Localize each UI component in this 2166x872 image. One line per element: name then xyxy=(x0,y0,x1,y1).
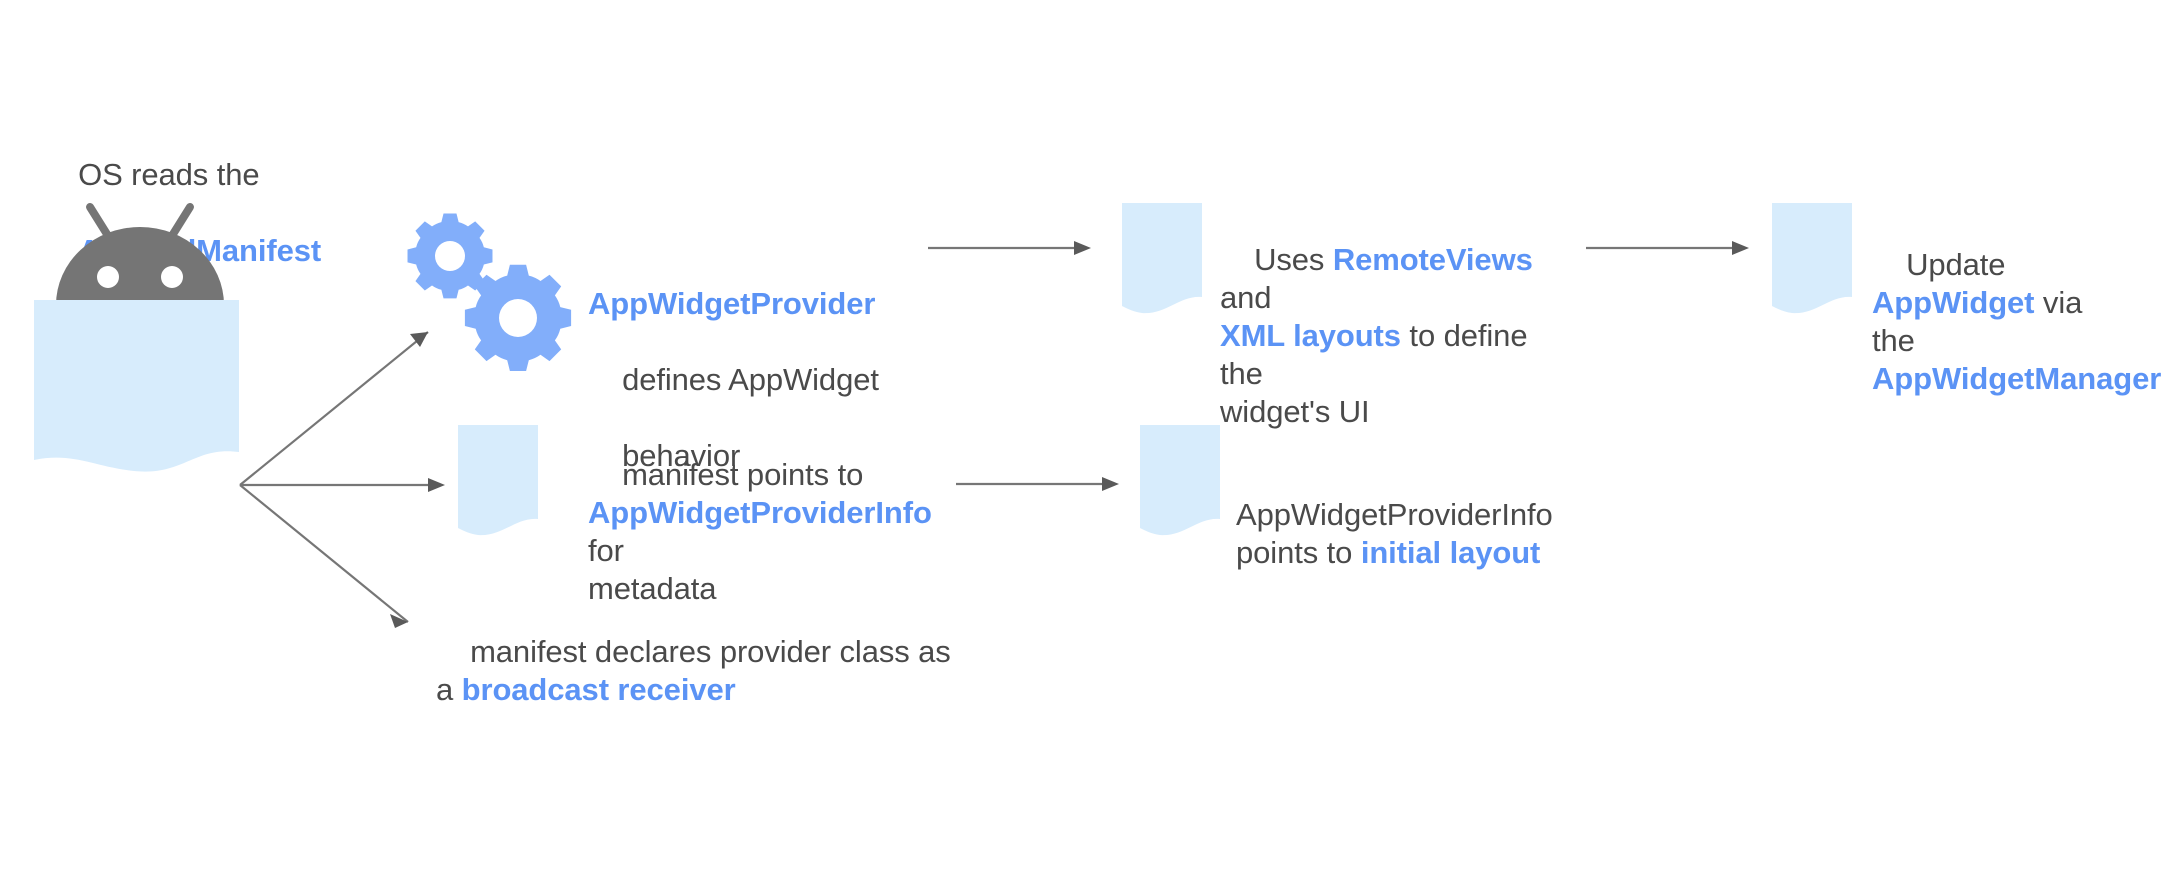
arrow-manifest-to-providerinfo xyxy=(240,478,445,492)
remoteviews-text-f: widget's UI xyxy=(1220,394,1370,429)
initiallayout-text-b: points to xyxy=(1236,535,1361,570)
appwidgetmanager-document-card xyxy=(1772,203,1858,314)
broadcastreceiver-text-a: manifest declares provider class as xyxy=(470,634,951,669)
manifest-document-card xyxy=(34,300,244,472)
appwidgetmanager-text-c: via xyxy=(2034,285,2083,320)
appwidgetprovider-term: AppWidgetProvider xyxy=(588,286,876,321)
arrow-providerinfo-to-initiallayout xyxy=(956,466,1156,496)
providerinfo-text-a: manifest points to xyxy=(622,457,864,492)
arrow-manifest-to-broadcastreceiver xyxy=(239,484,409,628)
arrow-manifest-to-provider xyxy=(239,331,429,486)
initial-layout-term: initial layout xyxy=(1360,535,1541,570)
providerinfo-text-d: metadata xyxy=(588,571,717,606)
remoteviews-text-e: to define the xyxy=(1220,318,1536,391)
remoteviews-term: RemoteViews xyxy=(1332,242,1533,277)
arrow-remoteviews-to-appwidgetmanager xyxy=(1586,230,1786,260)
initiallayout-text-a: AppWidgetProviderInfo xyxy=(1236,497,1553,532)
remoteviews-document-card xyxy=(1122,203,1208,314)
manifest-branch-arrows xyxy=(238,300,678,660)
caption-line-1: OS reads the xyxy=(78,157,260,192)
appwidgetprovider-desc-1: defines AppWidget xyxy=(622,362,879,397)
appwidgetmanager-text-a: Update xyxy=(1906,247,2014,282)
arrow-provider-to-remoteviews xyxy=(928,230,1128,260)
remoteviews-text-c: and xyxy=(1220,242,1542,315)
appwidgetprovider-desc-2: behavior xyxy=(622,438,741,473)
appwidgetmanager-text-d: the xyxy=(1872,323,1915,358)
remoteviews-text-a: Uses xyxy=(1254,242,1333,277)
appwidget-term: AppWidget xyxy=(1872,285,2035,320)
appwidgetmanager-term: AppWidgetManager xyxy=(1872,361,2162,396)
xml-layouts-term: XML layouts xyxy=(1220,318,1401,353)
gears-icon xyxy=(400,200,580,371)
initiallayout-document-card xyxy=(1140,425,1226,536)
android-robot-icon xyxy=(30,195,250,305)
providerinfo-text-c: for xyxy=(588,495,941,568)
text-appwidgetprovider: AppWidgetProvider defines AppWidget beha… xyxy=(588,209,898,513)
providerinfo-document-card xyxy=(458,425,544,536)
broadcast-receiver-term: broadcast receiver xyxy=(461,672,736,707)
appwidgetproviderinfo-term: AppWidgetProviderInfo xyxy=(588,495,932,530)
broadcastreceiver-text-b: a xyxy=(436,672,462,707)
